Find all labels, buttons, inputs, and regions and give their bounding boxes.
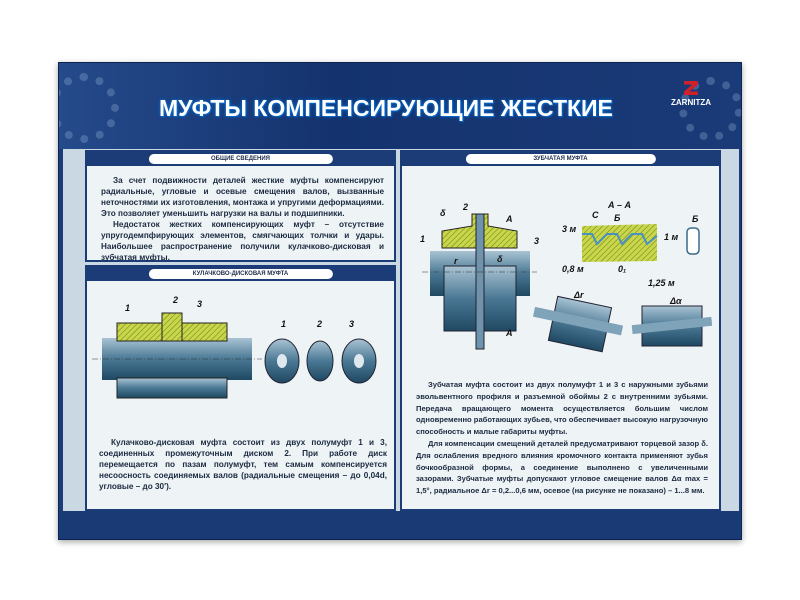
label-r: r (454, 256, 458, 266)
angular-offset-view (631, 305, 713, 347)
paragraph: Зубчатая муфта состоит из двух полумуфт … (416, 380, 708, 437)
label-a: А (505, 214, 513, 224)
footer-band (59, 511, 741, 539)
exploded-label-2: 2 (316, 319, 322, 329)
header-banner: МУФТЫ КОМПЕНСИРУЮЩИЕ ЖЕСТКИЕ ZARNITZA (59, 63, 741, 149)
general-info-panel: ОБЩИЕ СВЕДЕНИЯ За счет подвижности детал… (85, 150, 396, 262)
brand-logo: ZARNITZA (671, 81, 711, 107)
label-o1: 0₁ (618, 264, 626, 274)
label-a: А (505, 328, 513, 338)
label-b: Б (614, 213, 621, 223)
cam-coupling-drawing: 1 2 3 1 2 3 (92, 295, 377, 399)
label-3m: 3 м (562, 224, 577, 234)
label-2: 2 (172, 295, 178, 305)
label-delta: δ (497, 254, 503, 264)
paragraph: Недостаток жестких компенсирующих муфт –… (101, 220, 384, 262)
exploded-label-1: 1 (281, 319, 286, 329)
label-b: Б (692, 214, 699, 224)
gear-decoration-icon (679, 77, 741, 141)
panel-heading: ОБЩИЕ СВЕДЕНИЯ (148, 154, 333, 164)
exploded-label-3: 3 (349, 319, 354, 329)
logo-text: ZARNITZA (671, 98, 711, 107)
label-1m: 1 м (664, 232, 679, 242)
section-label: А – А (607, 200, 631, 210)
logo-icon (684, 81, 698, 95)
bolt (475, 213, 485, 350)
poster-title: МУФТЫ КОМПЕНСИРУЮЩИЕ ЖЕСТКИЕ (159, 95, 613, 121)
label-3: 3 (534, 236, 539, 246)
radial-offset-view (532, 295, 624, 353)
paragraph: За счет подвижности деталей жесткие муфт… (101, 176, 384, 218)
label-2: 2 (462, 202, 468, 212)
label-c: С (592, 210, 599, 220)
general-text: За счет подвижности деталей жесткие муфт… (87, 166, 394, 263)
paragraph: Для компенсации смещений деталей предусм… (416, 438, 708, 496)
label-125m: 1,25 м (648, 278, 675, 288)
cam-disc-coupling-panel: КУЛАЧКОВО-ДИСКОВАЯ МУФТА 1 2 3 1 2 3 Кул… (85, 265, 396, 511)
panel-heading: КУЛАЧКОВО-ДИСКОВАЯ МУФТА (148, 269, 333, 279)
cam-text: Кулачково-дисковая муфта состоит из двух… (99, 437, 387, 492)
label-1: 1 (420, 234, 425, 244)
gear-text: Зубчатая муфта состоит из двух полумуфт … (416, 379, 708, 497)
half-coupling-3 (181, 322, 228, 342)
barrel-tooth (686, 227, 700, 255)
disc-2 (161, 312, 183, 342)
paragraph: Кулачково-дисковая муфта состоит из двух… (99, 438, 387, 491)
hub-lower (116, 377, 228, 399)
label-delta: δ (440, 208, 446, 218)
label-delta-r: Δr (573, 290, 584, 300)
label-08m: 0,8 м (562, 264, 584, 274)
exploded-view (264, 338, 377, 384)
gear-coupling-drawing: 1 2 3 δ δ r А А А – А С Б 3 м 0,8 м 0₁ 1… (420, 200, 713, 353)
label-delta-alpha: Δα (669, 296, 682, 306)
panel-heading: ЗУБЧАТАЯ МУФТА (465, 154, 656, 164)
label-3: 3 (197, 299, 202, 309)
label-1: 1 (125, 303, 130, 313)
half-coupling-1 (116, 322, 163, 342)
gear-decoration-icon (59, 73, 119, 143)
gear-coupling-panel: ЗУБЧАТАЯ МУФТА 1 2 3 δ δ r А А А – А С Б… (400, 150, 721, 511)
